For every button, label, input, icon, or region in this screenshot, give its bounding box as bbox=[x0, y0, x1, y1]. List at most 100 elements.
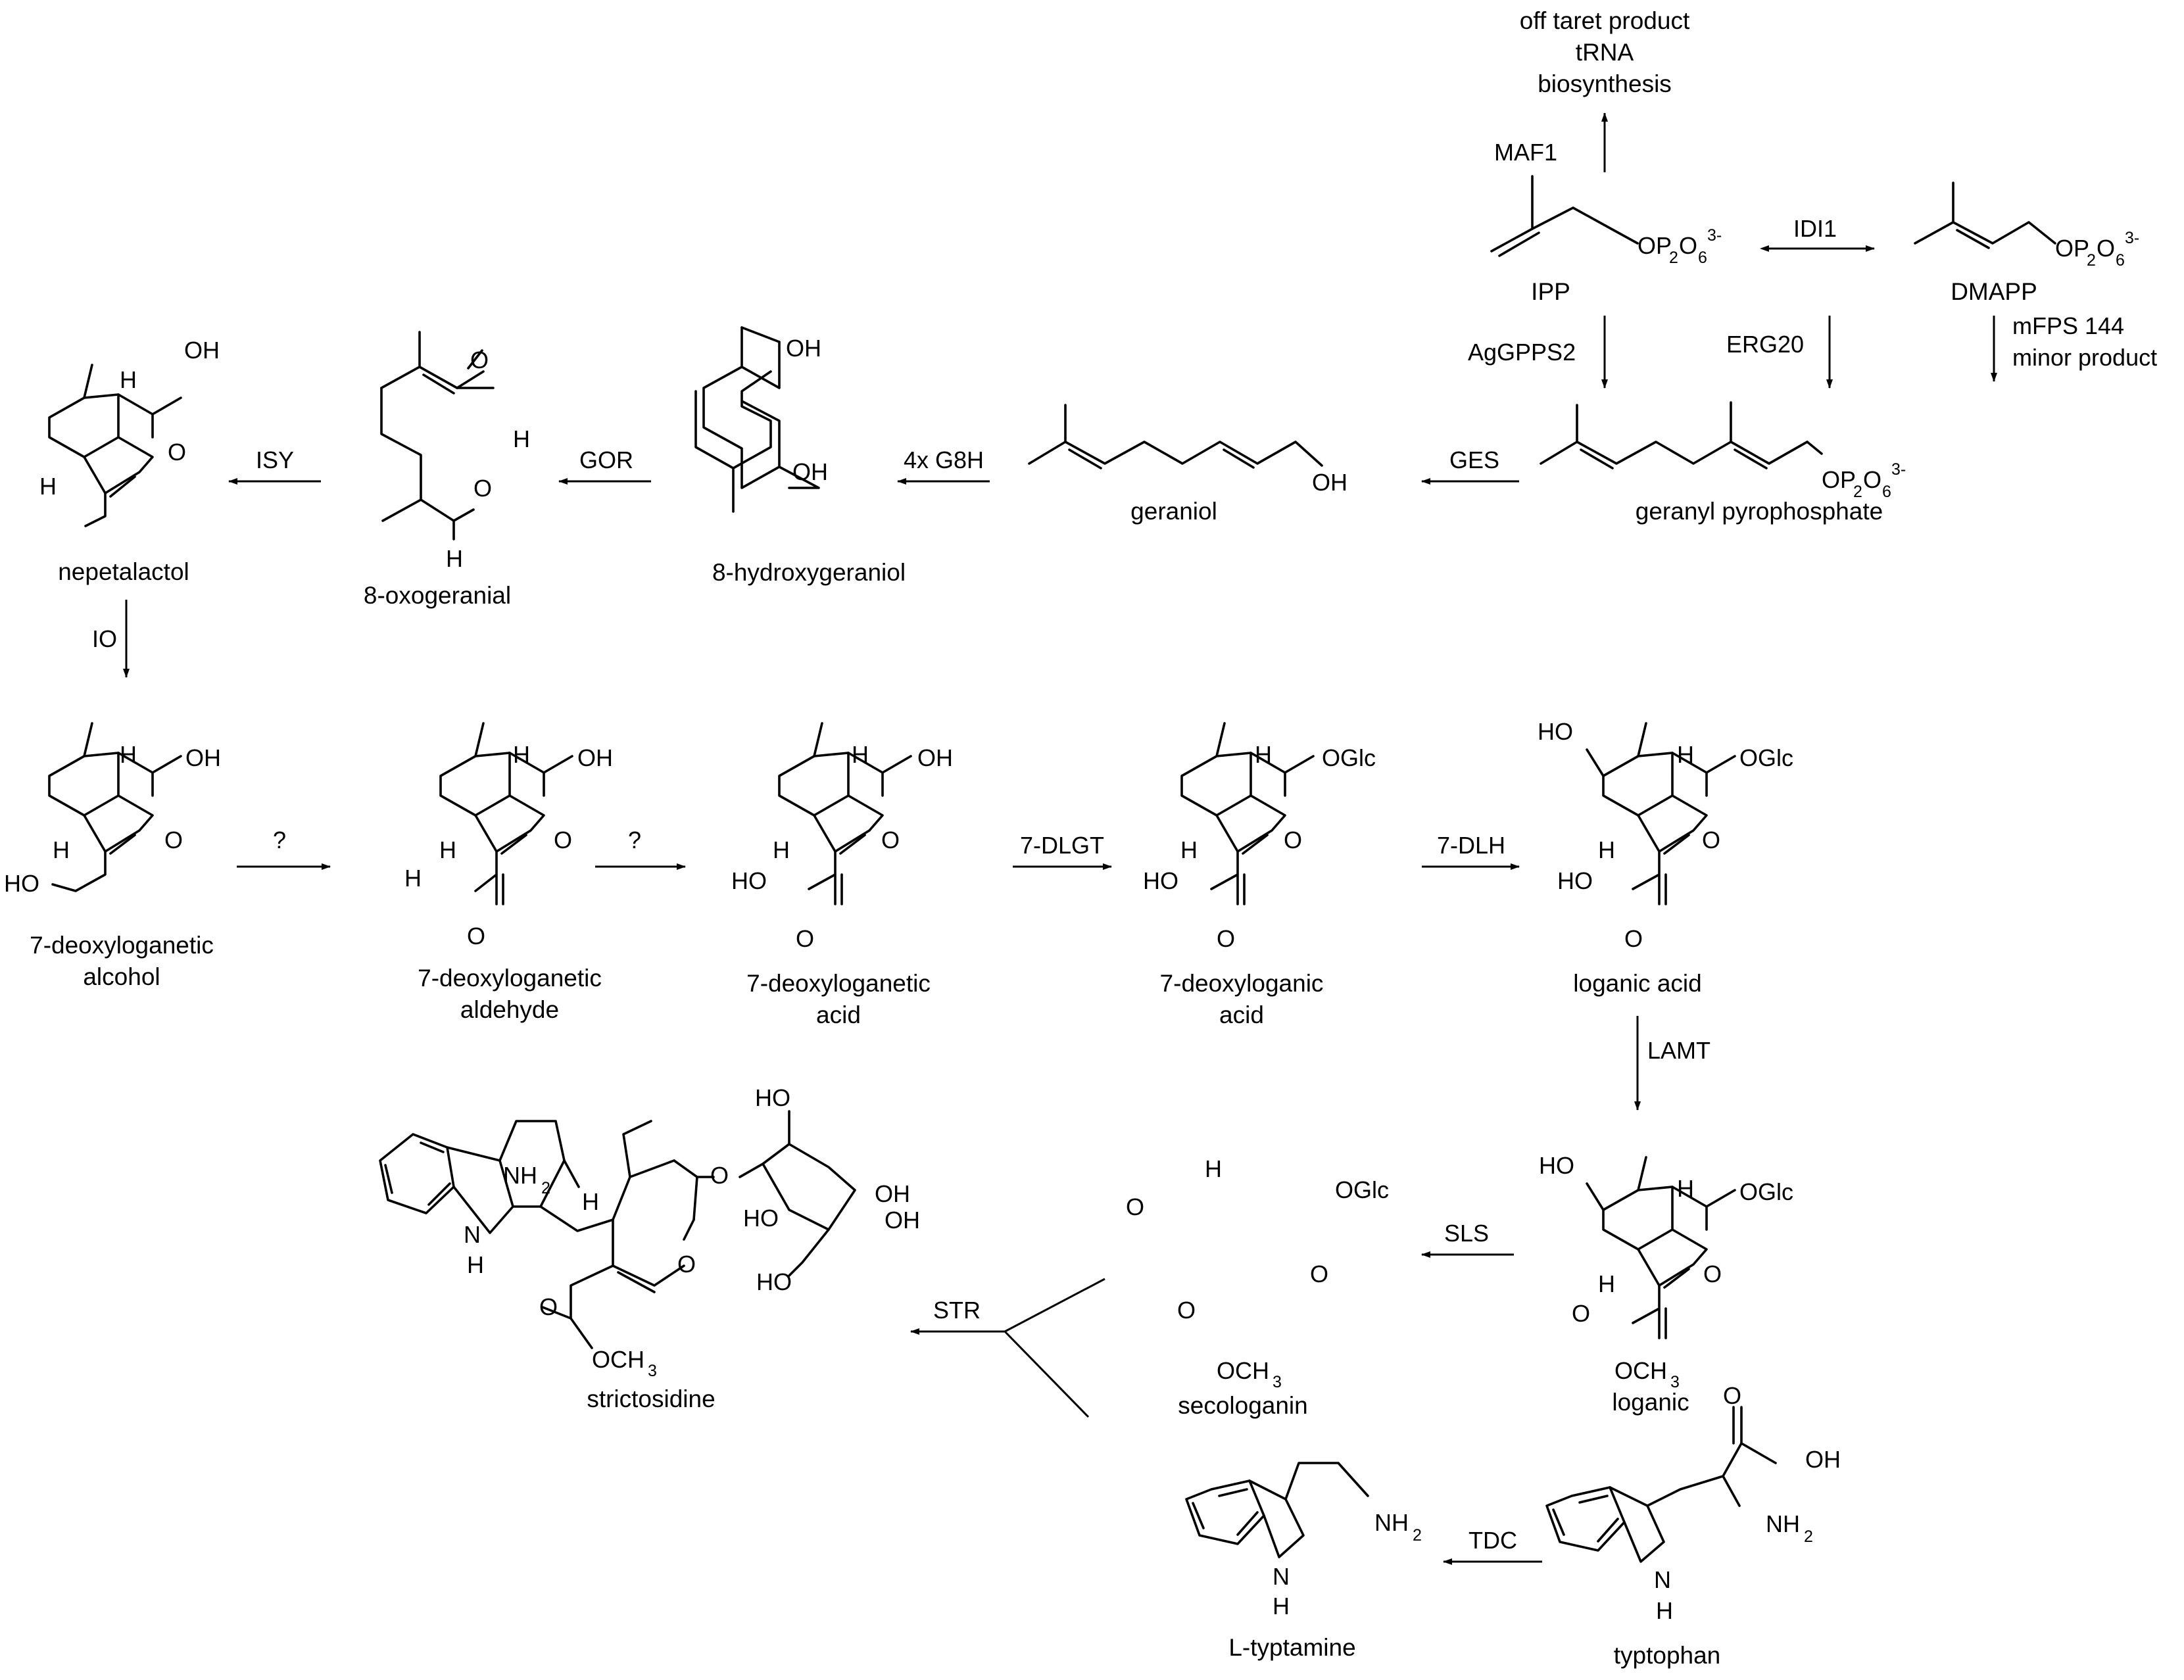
skeleton-bond bbox=[1215, 722, 1226, 757]
skeleton-bond bbox=[1705, 1189, 1736, 1208]
dla-h-bottom: H bbox=[1180, 836, 1198, 863]
acid-o: O bbox=[881, 827, 900, 853]
trm-nh-sub: 2 bbox=[1413, 1526, 1422, 1545]
alc-h-top: H bbox=[120, 741, 137, 768]
np-h-top: H bbox=[120, 366, 137, 393]
st-oh-1: OH bbox=[875, 1180, 910, 1207]
geraniol-structure: OH bbox=[1028, 404, 1347, 496]
acid-oh: OH bbox=[917, 744, 953, 771]
trm-nh: NH bbox=[1374, 1509, 1409, 1536]
lg-h-top: H bbox=[1677, 1175, 1694, 1202]
ipp-structure: OP 2 O 6 3- bbox=[1490, 175, 1722, 267]
ipp-name: IPP bbox=[1531, 278, 1570, 305]
ald-oh: OH bbox=[577, 744, 613, 771]
idi1-label: IDI1 bbox=[1793, 215, 1837, 242]
np-o: O bbox=[168, 439, 186, 466]
skeleton-bond bbox=[1663, 834, 1690, 855]
skeleton-bond bbox=[474, 850, 504, 905]
la-o-carbonyl: O bbox=[1624, 925, 1643, 952]
svg-text:6: 6 bbox=[1698, 249, 1707, 267]
strictosidine-structure bbox=[379, 1110, 856, 1349]
gor-label: GOR bbox=[579, 446, 633, 473]
nepetalactol-structure bbox=[48, 364, 182, 527]
dla-o: O bbox=[1284, 827, 1302, 853]
svg-text:OP: OP bbox=[2055, 235, 2089, 262]
hg-oh-bottom: OH bbox=[792, 458, 828, 485]
skeleton-bond bbox=[1637, 794, 1708, 853]
st-och-sub: 3 bbox=[648, 1362, 657, 1380]
st-och: OCH bbox=[592, 1346, 644, 1373]
st-n-h: H bbox=[467, 1251, 484, 1278]
lg-oglc: OGlc bbox=[1739, 1178, 1793, 1205]
skeleton-bond bbox=[808, 850, 843, 905]
skeleton-bond bbox=[1602, 1186, 1674, 1251]
svg-text:OP: OP bbox=[1638, 232, 1672, 259]
skeleton-bond bbox=[881, 755, 912, 774]
og-h-top: H bbox=[513, 425, 530, 452]
loganin-name: loganic bbox=[1612, 1389, 1689, 1416]
acid-name-1: 7-deoxyloganetic bbox=[746, 970, 931, 997]
skeleton-bond bbox=[1632, 1284, 1667, 1339]
secologanin-name: secologanin bbox=[1178, 1392, 1307, 1419]
dmapp-name: DMAPP bbox=[1951, 278, 2037, 305]
la-h-bottom: H bbox=[1598, 836, 1615, 863]
offtarget-product-label: off taret product tRNA biosynthesis bbox=[1520, 7, 1690, 97]
la-o: O bbox=[1702, 827, 1720, 853]
ald-o: O bbox=[554, 827, 572, 853]
np-oh: OH bbox=[184, 337, 220, 364]
trm-n: N bbox=[1273, 1563, 1290, 1590]
dla-o-carbonyl: O bbox=[1217, 925, 1235, 952]
tryptophan-structure bbox=[1545, 1406, 1777, 1563]
tryptophan-name: typtophan bbox=[1614, 1642, 1721, 1669]
st-o-ring: O bbox=[677, 1251, 696, 1278]
st-o-carbonyl: O bbox=[539, 1293, 558, 1320]
sc-och: OCH bbox=[1217, 1357, 1269, 1384]
skeleton-bond bbox=[543, 755, 573, 774]
skeleton-bond bbox=[1586, 748, 1605, 777]
sc-h: H bbox=[1205, 1155, 1222, 1182]
svg-text:6: 6 bbox=[2116, 251, 2125, 270]
skeleton-bond bbox=[151, 755, 182, 774]
maf1-label: MAF1 bbox=[1494, 139, 1557, 166]
skeleton-bond bbox=[1632, 850, 1667, 905]
svg-text:biosynthesis: biosynthesis bbox=[1538, 70, 1672, 97]
skeleton-bond bbox=[1637, 722, 1647, 757]
acid-name-2: acid bbox=[816, 1001, 861, 1028]
svg-text:3-: 3- bbox=[1891, 460, 1906, 479]
trp-nh: NH bbox=[1766, 1510, 1800, 1537]
svg-text:OP: OP bbox=[1822, 466, 1856, 493]
tdc-label: TDC bbox=[1468, 1527, 1517, 1554]
trp-n: N bbox=[1654, 1566, 1671, 1593]
st-o-link: O bbox=[710, 1162, 729, 1189]
io-label: IO bbox=[92, 625, 117, 652]
str-label: STR bbox=[933, 1297, 981, 1324]
iridoid-row bbox=[48, 722, 1736, 1339]
lg-o: O bbox=[1703, 1260, 1722, 1287]
dlh-label: 7-DLH bbox=[1437, 832, 1505, 859]
trp-h: H bbox=[1656, 1597, 1673, 1624]
acid-h-bottom: H bbox=[773, 836, 790, 863]
skeleton-bond bbox=[1215, 794, 1286, 853]
skeleton-bond bbox=[1242, 834, 1269, 855]
dla-h-top: H bbox=[1255, 741, 1272, 768]
aggpps2-label: AgGPPS2 bbox=[1468, 339, 1576, 366]
st-nh-sub: 2 bbox=[541, 1179, 550, 1197]
unknown2-label: ? bbox=[628, 827, 641, 853]
svg-text:2: 2 bbox=[1853, 483, 1862, 501]
hg-oh-top: OH bbox=[786, 335, 821, 362]
dla-ho: HO bbox=[1143, 867, 1178, 894]
st-ho-3: HO bbox=[756, 1268, 792, 1295]
sc-och-sub: 3 bbox=[1273, 1373, 1282, 1391]
skeleton-bond bbox=[813, 722, 823, 757]
skeleton-bond bbox=[1210, 850, 1246, 905]
sc-o-ald: O bbox=[1126, 1193, 1144, 1220]
mfps-label-1: mFPS 144 bbox=[2012, 312, 2124, 339]
isy-label: ISY bbox=[256, 446, 294, 473]
dlgt-label: 7-DLGT bbox=[1020, 832, 1104, 859]
trp-oh: OH bbox=[1805, 1446, 1841, 1473]
svg-text:O: O bbox=[1863, 466, 1881, 493]
trm-h: H bbox=[1273, 1593, 1290, 1620]
loganic-acid-name: loganic acid bbox=[1573, 970, 1701, 997]
